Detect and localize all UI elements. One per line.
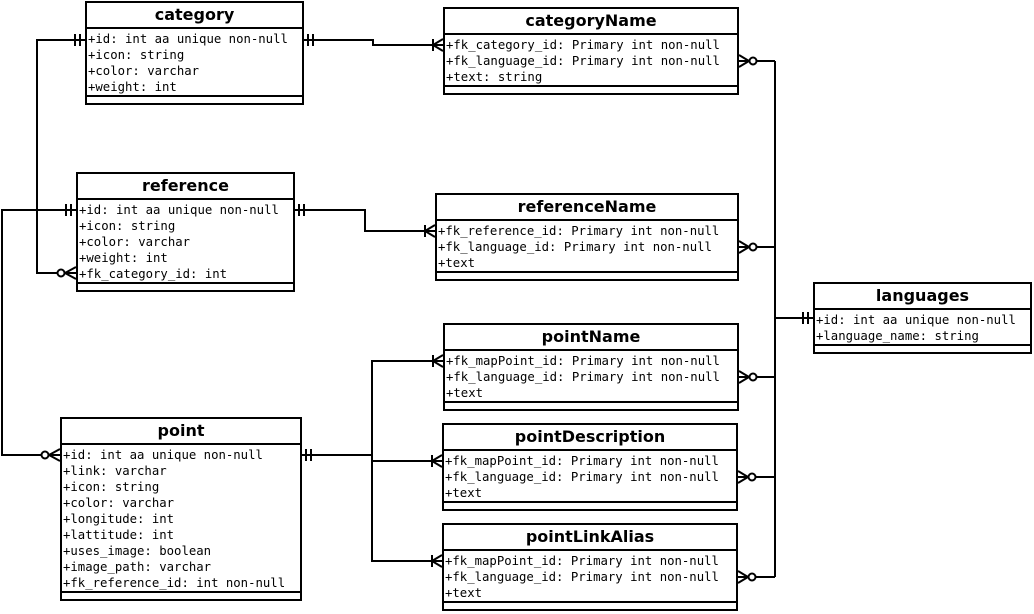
- one-or-many-marker: [432, 38, 444, 52]
- attribute: +fk_language_id: Primary int non-null: [446, 54, 720, 68]
- rel-point-pointDescription: [371, 455, 442, 462]
- attribute: +text: [445, 586, 483, 600]
- attribute: +fk_language_id: Primary int non-null: [445, 570, 719, 584]
- one-and-only-one-marker: [298, 204, 305, 216]
- zero-or-many-marker: [737, 470, 757, 484]
- entity-footer: [62, 591, 300, 599]
- entity-title: categoryName: [445, 9, 737, 35]
- entity-title: reference: [78, 174, 293, 200]
- entity-title: referenceName: [437, 195, 737, 221]
- entity-title: pointName: [445, 325, 737, 351]
- entity-footer: [444, 601, 736, 609]
- attribute: +icon: string: [79, 219, 176, 233]
- zero-or-many-marker: [737, 570, 757, 584]
- attribute: +weight: int: [79, 251, 168, 265]
- one-and-only-one-marker: [74, 34, 81, 46]
- attribute: +link: varchar: [63, 464, 167, 478]
- attribute: +uses_image: boolean: [63, 544, 212, 558]
- attribute: +color: varchar: [79, 235, 191, 249]
- entity-point[interactable]: point +id: int aa unique non-null +link:…: [60, 417, 302, 601]
- attribute: +id: int aa unique non-null: [816, 313, 1016, 327]
- entity-categoryName[interactable]: categoryName +fk_category_id: Primary in…: [443, 7, 739, 95]
- attribute: +id: int aa unique non-null: [63, 448, 263, 462]
- zero-or-many-marker: [738, 370, 758, 384]
- attribute: +id: int aa unique non-null: [79, 203, 279, 217]
- attribute: +weight: int: [88, 80, 177, 94]
- entity-reference[interactable]: reference +id: int aa unique non-null +i…: [76, 172, 295, 292]
- attribute: +fk_mapPoint_id: Primary int non-null: [445, 554, 719, 568]
- rel-reference-referenceName: [295, 209, 435, 232]
- attribute: +fk_mapPoint_id: Primary int non-null: [446, 354, 720, 368]
- attribute: +image_path: varchar: [63, 560, 212, 574]
- one-and-only-one-marker: [65, 204, 72, 216]
- entity-pointName[interactable]: pointName +fk_mapPoint_id: Primary int n…: [443, 323, 739, 411]
- entity-languages[interactable]: languages +id: int aa unique non-null +l…: [813, 282, 1032, 354]
- zero-or-many-marker: [56, 266, 77, 280]
- attribute: +language_name: string: [816, 329, 979, 343]
- rel-category-categoryName: [304, 39, 443, 46]
- one-or-many-marker: [431, 554, 443, 568]
- attribute: +color: varchar: [63, 496, 175, 510]
- entity-title: point: [62, 419, 300, 445]
- attribute: +text: [438, 256, 476, 270]
- zero-or-many-marker: [40, 448, 61, 462]
- attribute: +longitude: int: [63, 512, 175, 526]
- attribute: +fk_category_id: int: [79, 267, 228, 281]
- one-and-only-one-marker: [305, 449, 312, 461]
- attribute: +icon: string: [63, 480, 160, 494]
- entity-referenceName[interactable]: referenceName +fk_reference_id: Primary …: [435, 193, 739, 281]
- entity-footer: [815, 344, 1030, 352]
- entity-footer: [445, 401, 737, 409]
- one-and-only-one-marker: [802, 312, 809, 324]
- entity-pointDescription[interactable]: pointDescription +fk_mapPoint_id: Primar…: [442, 423, 738, 511]
- attribute: +fk_language_id: Primary int non-null: [446, 370, 720, 384]
- entity-footer: [444, 501, 736, 509]
- zero-or-many-marker: [738, 240, 758, 254]
- rel-point-pointName: [302, 360, 443, 456]
- attribute: +fk_language_id: Primary int non-null: [438, 240, 712, 254]
- attribute: +fk_language_id: Primary int non-null: [445, 470, 719, 484]
- entity-title: category: [87, 3, 302, 29]
- one-or-many-marker: [424, 224, 436, 238]
- entity-pointLinkAlias[interactable]: pointLinkAlias +fk_mapPoint_id: Primary …: [442, 523, 738, 611]
- attribute: +text: [446, 386, 484, 400]
- zero-or-many-marker: [738, 54, 758, 68]
- entity-title: languages: [815, 284, 1030, 310]
- entity-footer: [87, 95, 302, 103]
- attribute: +fk_reference_id: Primary int non-null: [438, 224, 720, 238]
- attribute: +id: int aa unique non-null: [88, 32, 288, 46]
- attribute: +lattitude: int: [63, 528, 175, 542]
- attribute: +color: varchar: [88, 64, 200, 78]
- attribute: +fk_category_id: Primary int non-null: [446, 38, 720, 52]
- one-or-many-marker: [432, 354, 444, 368]
- one-or-many-marker: [431, 454, 443, 468]
- attribute: +icon: string: [88, 48, 185, 62]
- attribute: +text: [445, 486, 483, 500]
- one-and-only-one-marker: [307, 34, 314, 46]
- rel-point-pointLinkAlias: [371, 461, 442, 562]
- entity-category[interactable]: category +id: int aa unique non-null +ic…: [85, 1, 304, 105]
- entity-footer: [445, 85, 737, 93]
- entity-footer: [437, 271, 737, 279]
- attribute: +fk_reference_id: int non-null: [63, 576, 286, 590]
- attribute: +text: string: [446, 70, 543, 84]
- entity-title: pointDescription: [444, 425, 736, 451]
- entity-title: pointLinkAlias: [444, 525, 736, 551]
- attribute: +fk_mapPoint_id: Primary int non-null: [445, 454, 719, 468]
- entity-footer: [78, 282, 293, 290]
